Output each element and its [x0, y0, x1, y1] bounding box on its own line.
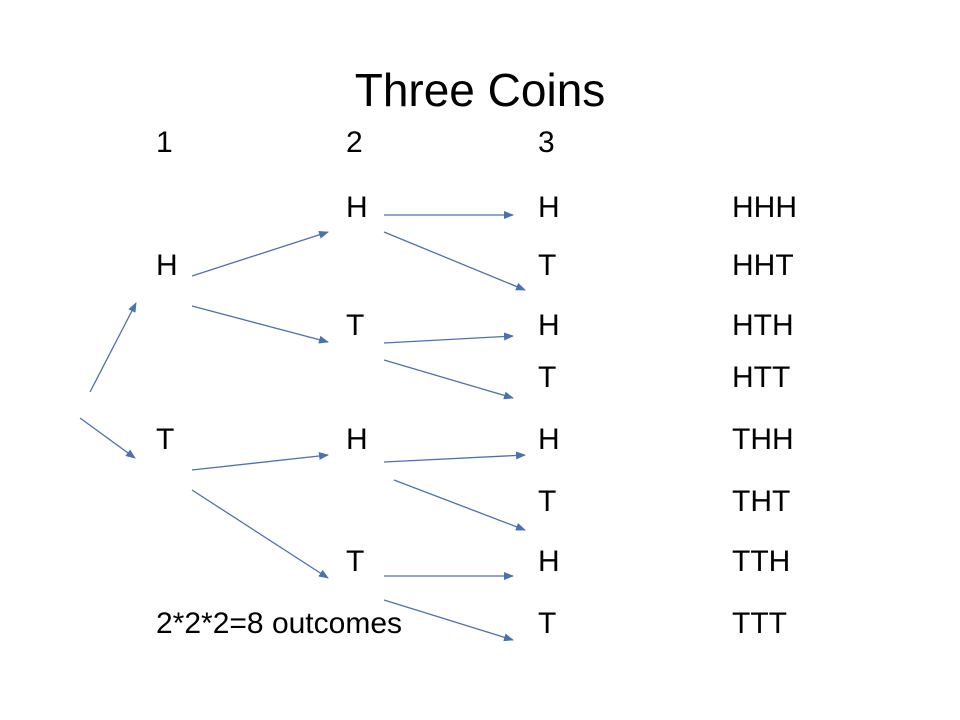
arrow-h-to-hh [191, 230, 329, 277]
coin3-th-tails: T [538, 485, 557, 518]
arrow-ht-to-htt [383, 359, 514, 400]
coin3-tt-tails: T [538, 607, 557, 640]
coin3-tt-heads: H [538, 545, 560, 578]
arrow-hh-to-hht [383, 231, 526, 291]
summary-text: 2*2*2=8 outcomes [156, 607, 403, 640]
outcome-thh: THH [732, 423, 794, 456]
arrow-ht-to-hth [383, 332, 514, 344]
arrow-th-to-thh [383, 451, 526, 463]
coin3-hh-heads: H [538, 191, 560, 224]
outcome-hht: HHT [732, 249, 794, 282]
coin1-tails: T [156, 423, 175, 456]
outcome-hth: HTH [732, 309, 794, 342]
arrow-start-to-tails [79, 417, 136, 459]
coin1-heads: H [156, 249, 178, 282]
coin2-t-tails: T [346, 545, 365, 578]
arrow-start-to-heads [89, 302, 137, 393]
slide-title: Three Coins [354, 64, 606, 116]
header-coin-2: 2 [346, 126, 363, 159]
arrow-t-to-th [191, 452, 329, 471]
coin3-hh-tails: T [538, 249, 557, 282]
coin3-th-heads: H [538, 423, 560, 456]
coin2-h-tails: T [346, 309, 365, 342]
coin3-ht-tails: T [538, 361, 557, 394]
outcome-tht: THT [732, 485, 791, 518]
header-coin-3: 3 [538, 126, 555, 159]
header-coin-1: 1 [156, 126, 173, 159]
coin3-ht-heads: H [538, 309, 560, 342]
outcome-tth: TTH [732, 545, 791, 578]
arrow-th-to-tht [393, 479, 526, 531]
outcome-hhh: HHH [732, 191, 797, 224]
arrow-t-to-tt [191, 489, 329, 579]
coin2-h-heads: H [346, 191, 368, 224]
arrow-h-to-ht [191, 305, 329, 344]
outcome-ttt: TTT [732, 607, 787, 640]
outcome-htt: HTT [732, 361, 791, 394]
arrow-tt-to-ttt [383, 599, 514, 642]
coin2-t-heads: H [346, 423, 368, 456]
